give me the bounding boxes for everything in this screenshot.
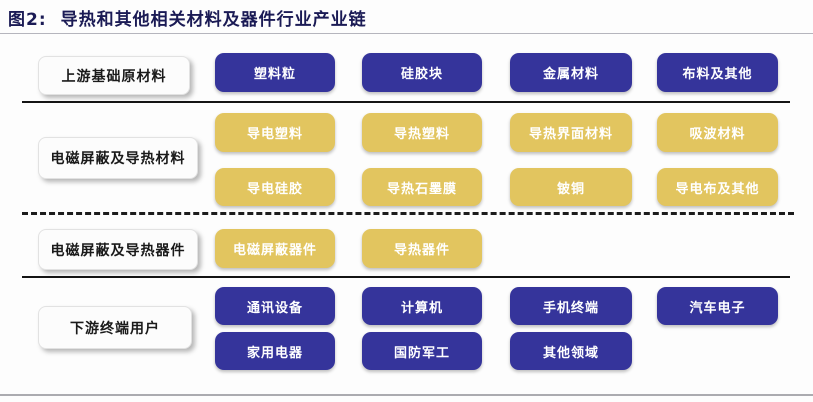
node-thermal-plastic: 导热塑料 [362, 113, 482, 152]
node-other-fields: 其他领域 [510, 332, 632, 370]
title-divider [0, 33, 813, 34]
node-conductive-plastic: 导电塑料 [215, 113, 335, 152]
node-wave-absorbing-materials: 吸波材料 [657, 113, 778, 152]
node-beryllium-copper: 铍铜 [510, 168, 632, 206]
node-metal-materials: 金属材料 [510, 53, 632, 92]
node-emi-shielding-devices: 电磁屏蔽器件 [215, 229, 335, 268]
divider-solid-1 [22, 101, 790, 103]
node-thermal-devices: 导热器件 [362, 229, 482, 268]
stage-label-shielding-thermal-materials: 电磁屏蔽及导热材料 [38, 137, 198, 179]
node-conductive-silicone: 导电硅胶 [215, 168, 335, 206]
node-defense-military: 国防军工 [362, 332, 482, 370]
figure-title-text: 导热和其他相关材料及器件行业产业链 [60, 10, 367, 30]
node-home-appliances: 家用电器 [215, 332, 335, 370]
node-plastic-granules: 塑料粒 [215, 53, 335, 92]
stage-label-upstream-raw-materials: 上游基础原材料 [38, 56, 190, 95]
node-thermal-interface-materials: 导热界面材料 [510, 113, 632, 152]
divider-solid-2 [22, 276, 790, 278]
figure-number: 图2: [8, 10, 47, 30]
figure-title: 图2: 导热和其他相关材料及器件行业产业链 [8, 5, 367, 30]
divider-dashed [22, 212, 794, 215]
node-thermal-graphite-film: 导热石墨膜 [362, 168, 482, 206]
node-computer: 计算机 [362, 287, 482, 325]
figure-bottom-border [0, 394, 813, 396]
node-mobile-terminal: 手机终端 [510, 287, 632, 325]
node-silicone-block: 硅胶块 [362, 53, 482, 92]
stage-label-downstream-end-users: 下游终端用户 [38, 306, 192, 349]
node-communication-equipment: 通讯设备 [215, 287, 335, 325]
node-automotive-electronics: 汽车电子 [657, 287, 778, 325]
node-fabric-and-others: 布料及其他 [657, 53, 778, 92]
stage-label-shielding-thermal-devices: 电磁屏蔽及导热器件 [38, 229, 198, 270]
node-conductive-cloth-and-others: 导电布及其他 [657, 168, 778, 206]
